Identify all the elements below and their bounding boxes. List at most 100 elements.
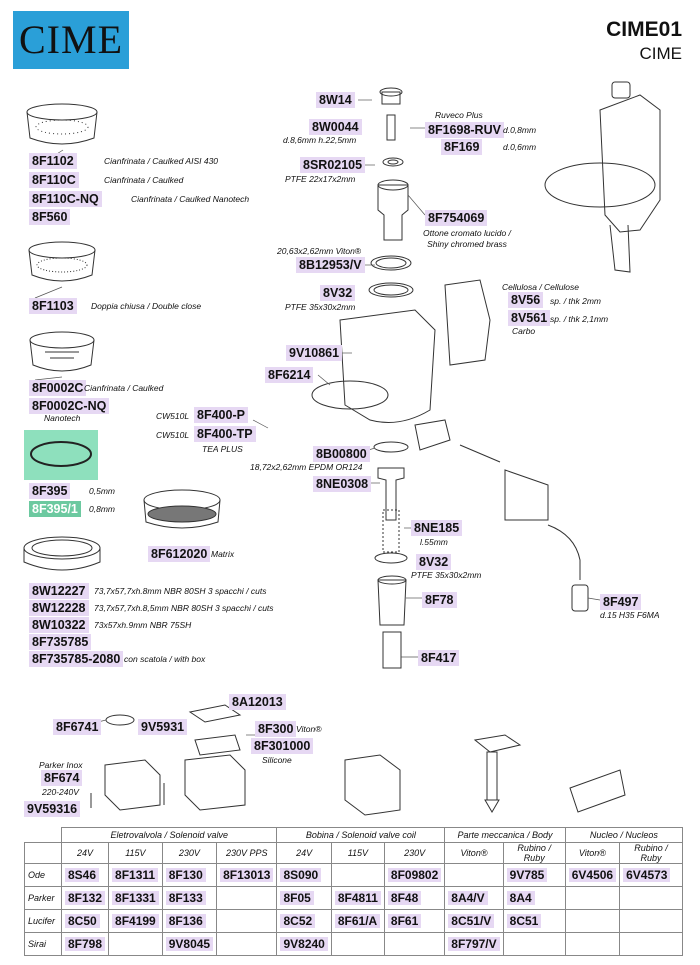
table-cell: 8F1331 — [108, 886, 163, 910]
part-note: PTFE 22x17x2mm — [285, 174, 356, 184]
part-note: Ottone cromato lucido / Shiny chromed br… — [423, 228, 511, 249]
part-note: 18,72x2,62mm EPDM OR124 — [250, 462, 363, 472]
column-subheader: 115V — [330, 842, 385, 864]
part-pre-note: Ruveco Plus — [435, 110, 483, 120]
table-cell: 8F4811 — [330, 886, 385, 910]
cell-code: 9V785 — [506, 868, 548, 882]
cell-code: 8F1331 — [112, 891, 159, 905]
part-code: 8B12953/V — [296, 257, 365, 273]
cell-code: 6V4573 — [623, 868, 671, 882]
part-code: 8F497 — [600, 594, 642, 610]
part-code: 8NE185 — [411, 520, 463, 536]
part-note: sp. / thk 2mm — [550, 296, 602, 306]
part-note: Cianfrinata / Caulked AISI 430 — [104, 156, 219, 166]
part-note: sp. / thk 2,1mm — [550, 314, 609, 324]
part-note: PTFE 35x30x2mm — [411, 570, 482, 580]
table-corner — [25, 828, 62, 843]
table-cell: 8F13013 — [216, 863, 278, 887]
table-cell: 8F130 — [161, 863, 218, 887]
part-code: 8F0002C-NQ — [29, 398, 110, 414]
table-cell — [383, 932, 446, 956]
table-cell: 8A4/V — [444, 886, 504, 910]
filter-basket-drawing — [26, 103, 98, 145]
part-pre-note: CW510L — [156, 430, 190, 440]
cell-code: 8C51/V — [448, 914, 495, 928]
part-code: 8F300 — [255, 721, 297, 737]
table-cell — [216, 932, 278, 956]
part-code: 8F6741 — [53, 719, 102, 735]
table-cell: 8F798 — [60, 932, 110, 956]
part-code: 8W12228 — [29, 600, 89, 616]
table-cell — [216, 886, 278, 910]
column-subheader: 230V PPS — [216, 842, 278, 864]
part-code: 8F301000 — [251, 738, 314, 754]
part-note: d.15 H35 F6MA — [600, 610, 660, 620]
table-cell: 8A4 — [502, 886, 566, 910]
cell-code: 8F09802 — [387, 868, 442, 882]
matrix-filter-drawing — [143, 489, 221, 529]
table-cell: 8C50 — [60, 909, 110, 933]
column-subheader: 115V — [108, 842, 163, 864]
part-note: 73,7x57,7xh.8mm NBR 80SH 3 spacchi / cut… — [94, 586, 267, 596]
compatibility-table: Eletrovalvola / Solenoid valve Bobina / … — [24, 827, 684, 956]
part-note: Cianfrinata / Caulked — [84, 383, 164, 393]
part-code: 8F612020 — [148, 546, 211, 562]
part-code: 8F1698-RUV — [425, 122, 504, 138]
table-cell: 9V8045 — [161, 932, 218, 956]
table-cell: 8F09802 — [383, 863, 446, 887]
row-label: Sirai — [24, 932, 62, 956]
table-cell — [330, 932, 385, 956]
part-code: 8F395 — [29, 483, 71, 499]
table-cell — [108, 932, 163, 956]
part-code: 9V59316 — [24, 801, 81, 817]
cell-code: 8F132 — [65, 891, 106, 905]
part-code: 8NE0308 — [313, 476, 372, 492]
cell-code: 8F48 — [387, 891, 422, 905]
part-code: 8F674 — [41, 770, 83, 786]
part-code: 8F110C-NQ — [29, 191, 102, 207]
cell-code: 9V8045 — [165, 937, 214, 951]
part-code: 8A12013 — [229, 694, 286, 710]
cell-code: 8S46 — [65, 868, 100, 882]
part-code: 8F1102 — [29, 153, 77, 169]
table-corner — [24, 842, 62, 864]
table-cell — [330, 863, 385, 887]
part-pre-note: CW510L — [156, 411, 190, 421]
table-cell: 8F797/V — [444, 932, 504, 956]
nucleo-drawing — [569, 769, 626, 813]
cime-logo: CIME — [13, 11, 129, 69]
part-note: Doppia chiusa / Double close — [91, 301, 202, 311]
cell-code: 8F130 — [165, 868, 206, 882]
part-code: 8V32 — [416, 554, 452, 570]
table-cell: 6V4573 — [619, 863, 683, 887]
column-subheader: Rubino / Ruby — [619, 842, 683, 864]
column-subheader: Viton® — [564, 842, 621, 864]
part-note: Cianfrinata / Caulked Nanotech — [131, 194, 250, 204]
part-code: 8B00800 — [313, 446, 370, 462]
group-header: Nucleo / Nucleos — [564, 827, 684, 843]
cell-code: 8F4199 — [112, 914, 159, 928]
table-cell — [216, 909, 278, 933]
part-note: Silicone — [262, 755, 292, 765]
cell-code: 8S090 — [280, 868, 322, 882]
part-note: 0,8mm — [89, 504, 115, 514]
column-subheader: 24V — [276, 842, 332, 864]
group-head-drawing — [544, 81, 661, 273]
table-cell: 8F133 — [161, 886, 218, 910]
part-code: 8W12227 — [29, 583, 89, 599]
column-subheader: 24V — [60, 842, 110, 864]
cell-code: 8C52 — [280, 914, 316, 928]
table-cell: 8F48 — [383, 886, 446, 910]
cell-code: 8F798 — [65, 937, 106, 951]
part-note: d.0,8mm — [503, 125, 537, 135]
part-code: 8SR02105 — [300, 157, 366, 173]
part-note: Cianfrinata / Caulked — [104, 175, 184, 185]
part-code: 8F169 — [441, 139, 483, 155]
table-cell: 8C51/V — [444, 909, 504, 933]
cell-code: 8A4 — [506, 891, 535, 905]
part-note: 73x57xh.9mm NBR 75SH — [94, 620, 192, 630]
